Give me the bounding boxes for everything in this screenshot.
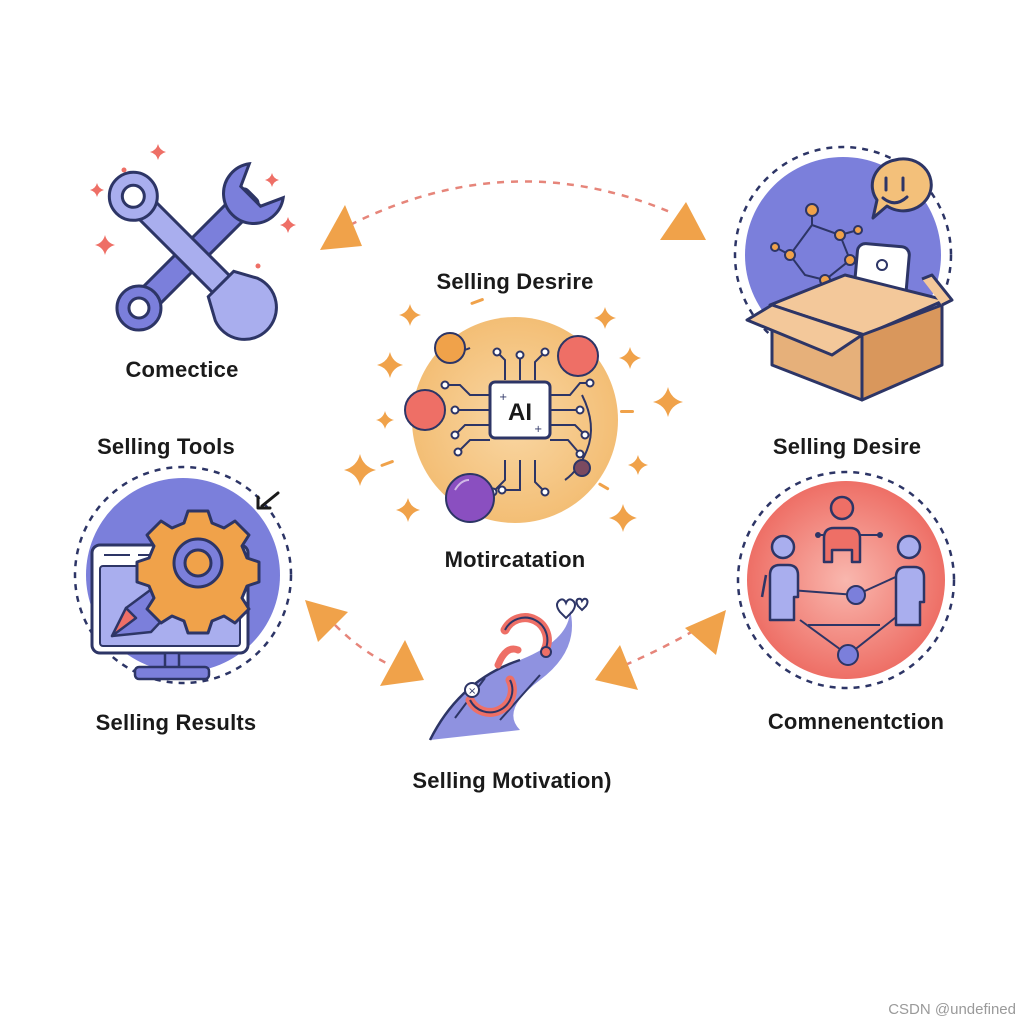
orange-ball <box>434 332 466 364</box>
chip-label: AI <box>508 399 532 426</box>
tools-caption: Comectice <box>125 357 239 382</box>
motivation-title: Selling Motivation) <box>412 768 612 793</box>
connection-title: Comnenentction <box>767 709 945 734</box>
center-top-title: Selling Desrire <box>436 269 594 294</box>
center-bottom-title: Motircatation <box>444 547 586 572</box>
left-dashed-arc <box>334 624 391 667</box>
box-title: Selling Desire <box>772 434 922 459</box>
small-ball <box>573 459 591 477</box>
cycle-arrows <box>305 180 726 690</box>
speech-bubble-icon <box>870 157 933 220</box>
people-network-icon <box>736 470 956 690</box>
svg-text:+: + <box>499 392 507 403</box>
ai-chip-icon: AI + + <box>344 298 683 532</box>
ai-chip <box>488 380 552 440</box>
magnet-wave-icon: × <box>428 597 589 741</box>
arrow-icon <box>660 202 706 240</box>
purple-ball <box>445 473 495 523</box>
pink-ball <box>557 335 599 377</box>
arrow-icon <box>320 205 362 250</box>
red-ball <box>404 389 446 431</box>
arrow-icon <box>305 600 348 642</box>
arrow-icon <box>380 640 424 686</box>
monitor-gear-icon <box>73 465 293 685</box>
arrow-icon <box>685 610 726 655</box>
wrench-icon <box>90 144 296 341</box>
svg-text:×: × <box>468 686 476 697</box>
arrow-icon <box>595 645 638 690</box>
top-dashed-arc <box>349 180 671 227</box>
right-dashed-arc <box>624 628 696 667</box>
watermark: CSDN @undefined <box>888 1001 1016 1018</box>
results-title: Selling Results <box>95 710 257 735</box>
tools-title: Selling Tools <box>97 434 235 459</box>
svg-text:+: + <box>534 424 542 435</box>
